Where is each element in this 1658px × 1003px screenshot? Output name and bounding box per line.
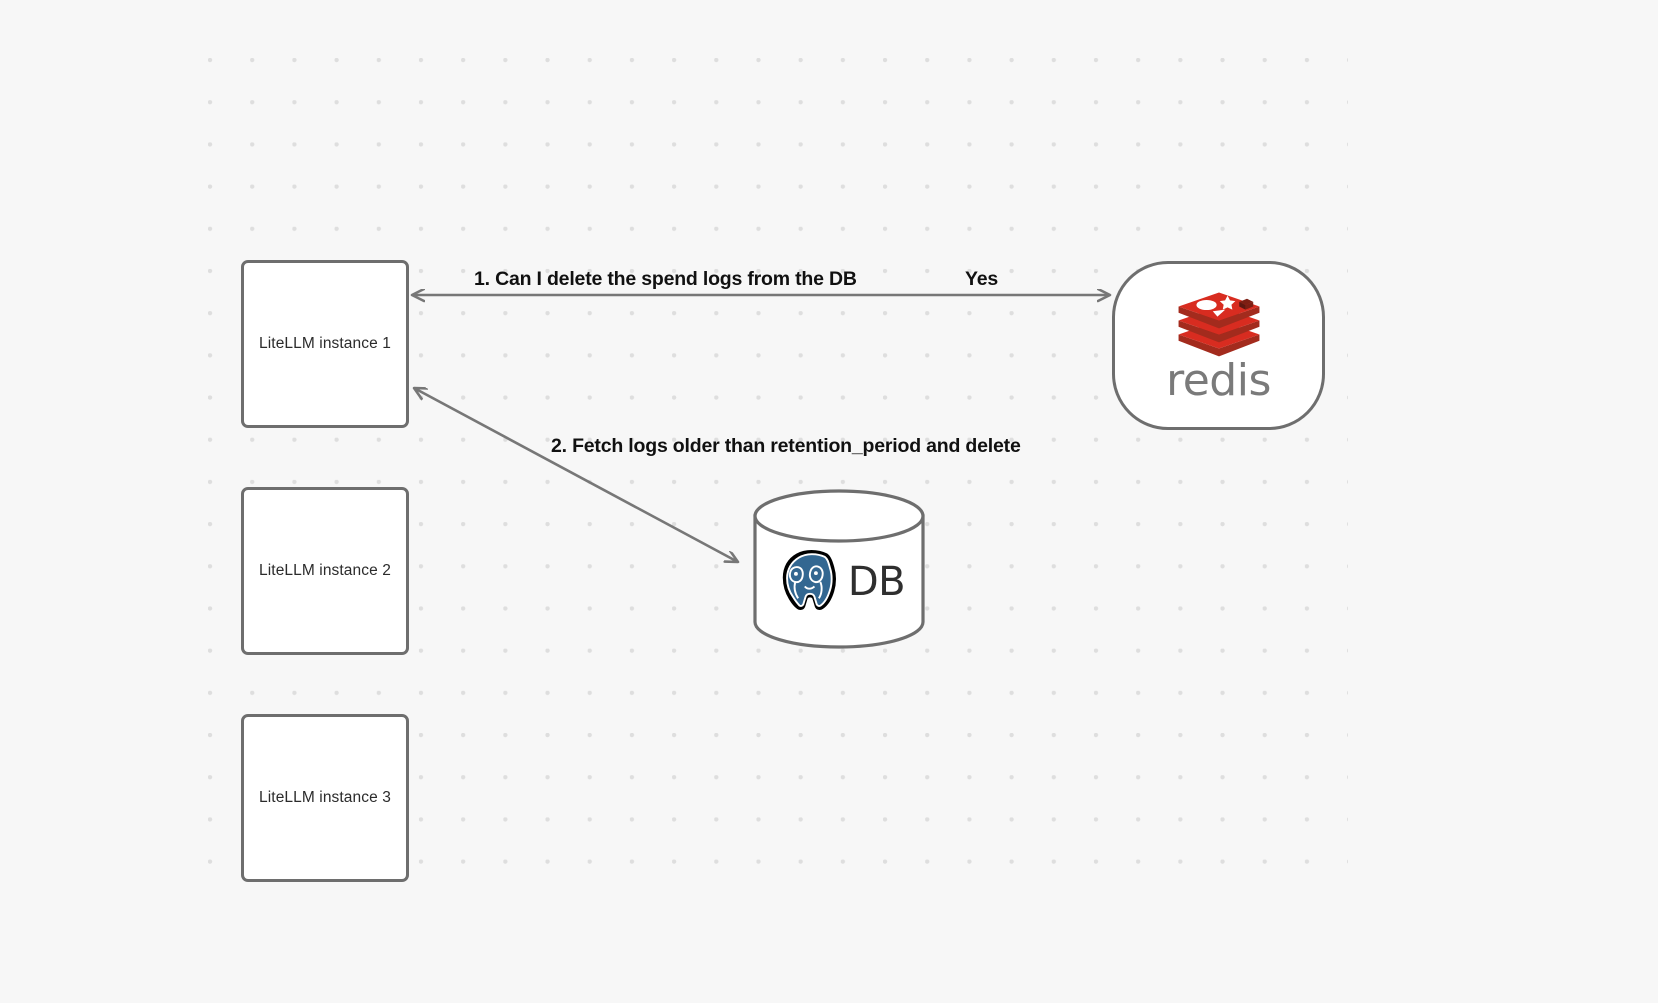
edge-label-step-1-reply: Yes (965, 268, 999, 290)
redis-wordmark: redis (1166, 354, 1271, 406)
node-label: LiteLLM instance 1 (259, 335, 391, 352)
postgresql-elephant-icon (782, 549, 836, 610)
node-litellm-instance-1[interactable]: LiteLLM instance 1 (241, 260, 409, 428)
edge-label-step-2: 2. Fetch logs older than retention_perio… (551, 435, 1021, 457)
node-database[interactable]: DB (752, 489, 926, 649)
edge-label-step-1: 1. Can I delete the spend logs from the … (474, 268, 857, 290)
node-label: LiteLLM instance 2 (259, 562, 391, 579)
edge-db-instance1 (414, 388, 738, 562)
node-litellm-instance-2[interactable]: LiteLLM instance 2 (241, 487, 409, 655)
database-content: DB (752, 541, 926, 623)
node-redis[interactable]: redis (1112, 261, 1325, 430)
database-label: DB (847, 559, 906, 605)
cylinder-shape (753, 489, 925, 649)
redis-logo-icon (1178, 292, 1259, 356)
node-label: LiteLLM instance 3 (259, 789, 391, 806)
node-litellm-instance-3[interactable]: LiteLLM instance 3 (241, 714, 409, 882)
